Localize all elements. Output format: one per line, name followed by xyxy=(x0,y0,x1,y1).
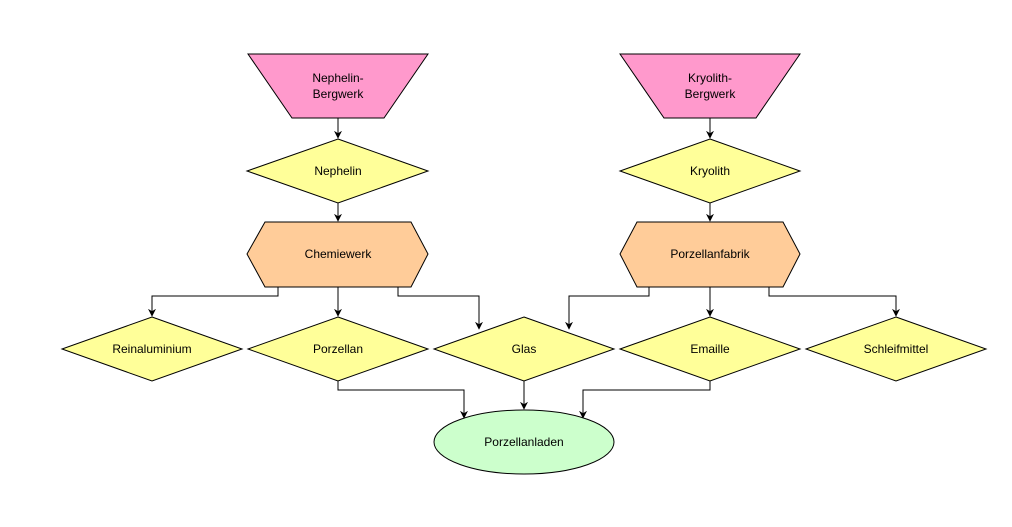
node-label: Glas xyxy=(512,342,537,356)
source-trapezoid xyxy=(247,53,429,119)
node-label: Schleifmittel xyxy=(864,342,929,356)
edge-porzellanfabrik-to-glas xyxy=(565,287,650,330)
node-reinaluminium[interactable]: Reinaluminium xyxy=(60,316,244,382)
source-trapezoid xyxy=(619,53,801,119)
edge-emaille-to-porzellanladen xyxy=(579,381,711,419)
edge-chemiewerk-to-reinaluminium xyxy=(148,287,279,317)
node-label: Kryolith xyxy=(690,164,730,178)
factory-hexagon xyxy=(246,221,429,288)
node-glas[interactable]: Glas xyxy=(432,316,616,382)
node-porzellanladen[interactable]: Porzellanladen xyxy=(433,409,615,475)
node-kryolith-bergwerk[interactable]: Kryolith- Bergwerk xyxy=(619,53,801,119)
node-nephelin[interactable]: Nephelin xyxy=(245,138,430,204)
product-diamond xyxy=(804,316,988,382)
node-chemiewerk[interactable]: Chemiewerk xyxy=(246,221,429,288)
node-nephelin-bergwerk[interactable]: Nephelin- Bergwerk xyxy=(247,53,429,119)
node-label: Porzellanladen xyxy=(484,435,563,449)
product-diamond xyxy=(618,316,802,382)
node-label: Porzellanfabrik xyxy=(670,247,750,261)
node-label: Emaille xyxy=(690,342,730,356)
edge-porzellanfabrik-to-schleifmittel xyxy=(768,287,900,317)
node-label-line-2: Bergwerk xyxy=(313,87,365,101)
node-label-line-1: Kryolith- xyxy=(688,71,732,85)
node-emaille[interactable]: Emaille xyxy=(618,316,802,382)
node-label-line-2: Bergwerk xyxy=(685,87,737,101)
node-porzellanfabrik[interactable]: Porzellanfabrik xyxy=(619,221,801,288)
node-label: Porzellan xyxy=(313,342,363,356)
node-kryolith[interactable]: Kryolith xyxy=(618,138,802,204)
product-diamond xyxy=(60,316,244,382)
edge-chemiewerk-to-glas xyxy=(397,287,483,330)
node-label: Reinaluminium xyxy=(112,342,191,356)
product-diamond xyxy=(245,138,430,204)
product-diamond xyxy=(246,316,430,382)
node-schleifmittel[interactable]: Schleifmittel xyxy=(804,316,988,382)
factory-hexagon xyxy=(619,221,801,288)
shop-ellipse xyxy=(433,409,615,475)
node-porzellan[interactable]: Porzellan xyxy=(246,316,430,382)
product-diamond xyxy=(432,316,616,382)
product-diamond xyxy=(618,138,802,204)
edges xyxy=(148,118,900,419)
node-label-line-1: Nephelin- xyxy=(312,71,363,85)
node-label: Chemiewerk xyxy=(305,247,373,261)
node-label: Nephelin xyxy=(314,164,361,178)
edge-porzellan-to-porzellanladen xyxy=(337,381,468,419)
